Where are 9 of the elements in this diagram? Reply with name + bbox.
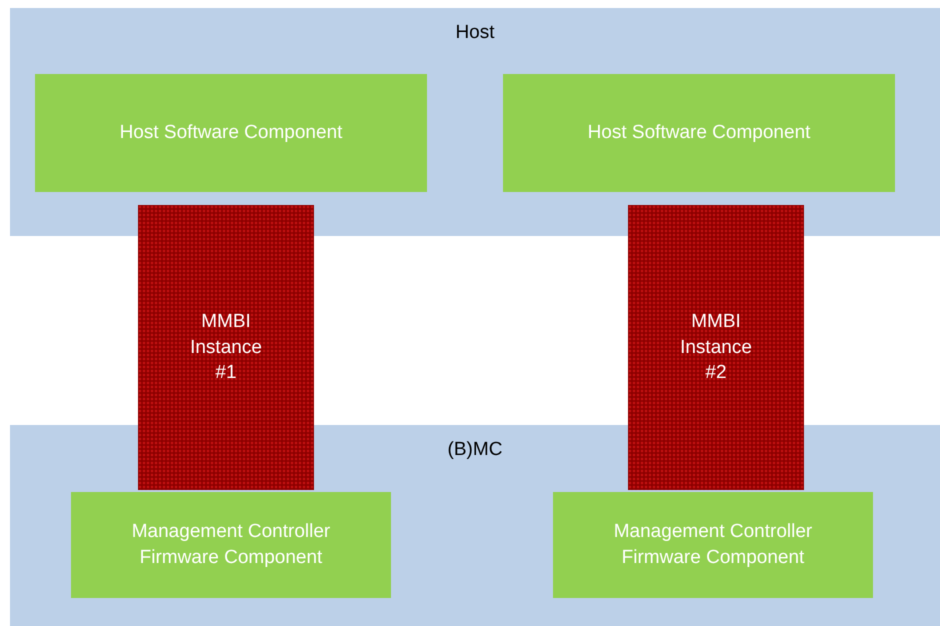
panel-title: Host bbox=[454, 22, 496, 44]
component-box: Host Software Component bbox=[503, 74, 895, 192]
interface-block: MMBI Instance #1 bbox=[138, 205, 314, 490]
system-panel bbox=[10, 8, 940, 236]
interface-block: MMBI Instance #2 bbox=[628, 205, 804, 490]
panel-title: (B)MC bbox=[446, 439, 504, 461]
component-box: Host Software Component bbox=[35, 74, 427, 192]
component-box: Management Controller Firmware Component bbox=[71, 492, 391, 598]
component-box: Management Controller Firmware Component bbox=[553, 492, 873, 598]
